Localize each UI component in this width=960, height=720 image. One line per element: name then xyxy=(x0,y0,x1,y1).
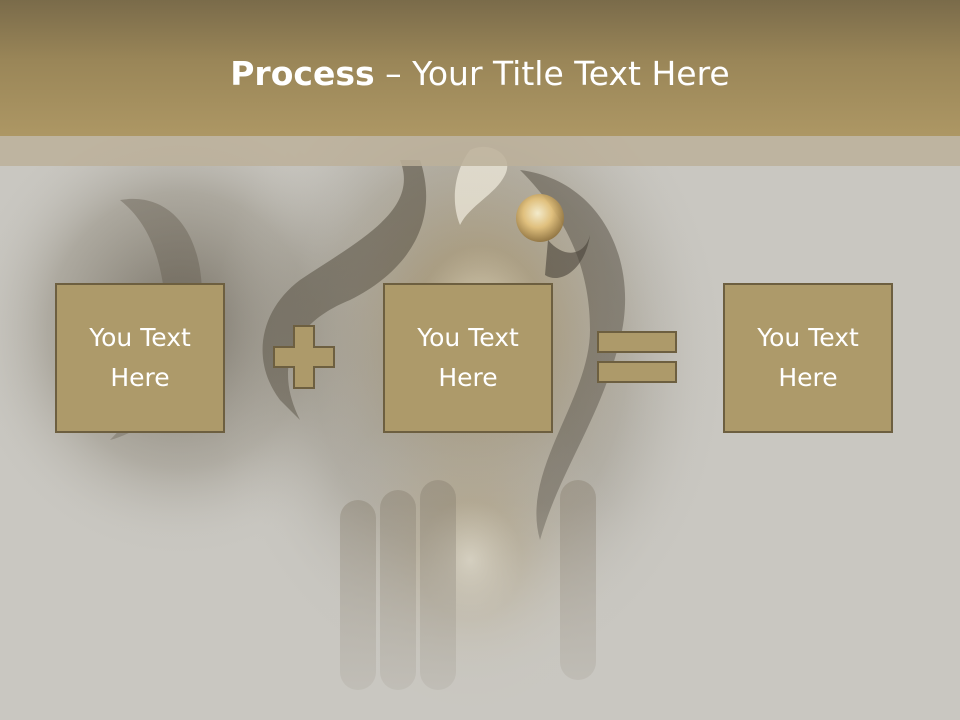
plus-icon xyxy=(273,325,335,389)
process-box-2[interactable]: You Text Here xyxy=(383,283,553,433)
title-rest-text: Your Title Text Here xyxy=(412,54,730,93)
process-box-3[interactable]: You Text Here xyxy=(723,283,893,433)
process-box-2-label: You Text Here xyxy=(417,323,519,392)
title-band xyxy=(0,0,960,136)
process-box-1-label: You Text Here xyxy=(89,323,191,392)
slide-title: Process – Your Title Text Here xyxy=(0,52,960,96)
process-box-1[interactable]: You Text Here xyxy=(55,283,225,433)
title-dash: – xyxy=(374,54,413,93)
title-bold-text: Process xyxy=(230,54,375,93)
title-accent-strip xyxy=(0,136,960,166)
equals-icon xyxy=(597,331,677,383)
process-box-3-label: You Text Here xyxy=(757,323,859,392)
